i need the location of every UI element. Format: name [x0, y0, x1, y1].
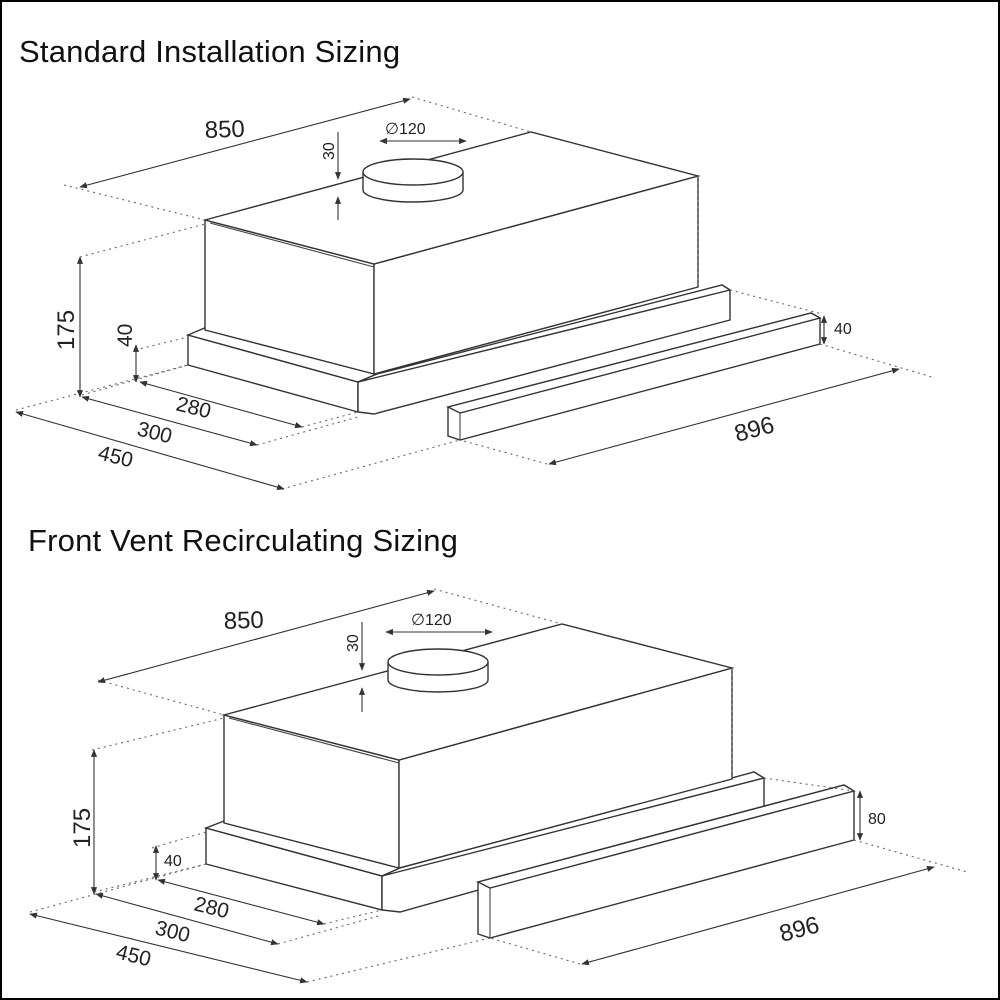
width-label: 850	[223, 607, 264, 635]
standard-installation-title: Standard Installation Sizing	[19, 34, 401, 69]
extended-width-label: 896	[777, 911, 823, 947]
front-depth-label: 40	[834, 321, 852, 338]
front-depth-label: 80	[868, 811, 886, 828]
duct-diameter-label: ∅120	[385, 121, 426, 138]
depth-280-label: 280	[174, 393, 214, 424]
depth-450-label: 450	[96, 442, 136, 473]
front-vent-hood-drawing: 850 ∅120 30 175 40 80 280 300 450 896	[29, 588, 968, 984]
front-vent-title: Front Vent Recirculating Sizing	[28, 523, 459, 558]
duct-collar	[387, 648, 489, 693]
base-height-label: 40	[164, 853, 182, 870]
depth-450-label: 450	[114, 941, 154, 972]
depth-300-label: 300	[153, 917, 193, 948]
standard-hood-drawing: 850 ∅120 30 175 40 40 280 300 450 896	[15, 96, 933, 491]
width-label: 850	[204, 116, 245, 144]
height-label: 175	[53, 310, 80, 350]
extended-width-label: 896	[732, 411, 778, 447]
height-label: 175	[69, 808, 96, 848]
base-height-label: 40	[114, 324, 137, 347]
duct-height-label: 30	[345, 634, 362, 652]
duct-height-label: 30	[321, 142, 338, 160]
depth-300-label: 300	[135, 418, 175, 449]
duct-diameter-label: ∅120	[411, 612, 452, 629]
depth-280-label: 280	[192, 893, 232, 924]
duct-collar	[362, 158, 464, 203]
